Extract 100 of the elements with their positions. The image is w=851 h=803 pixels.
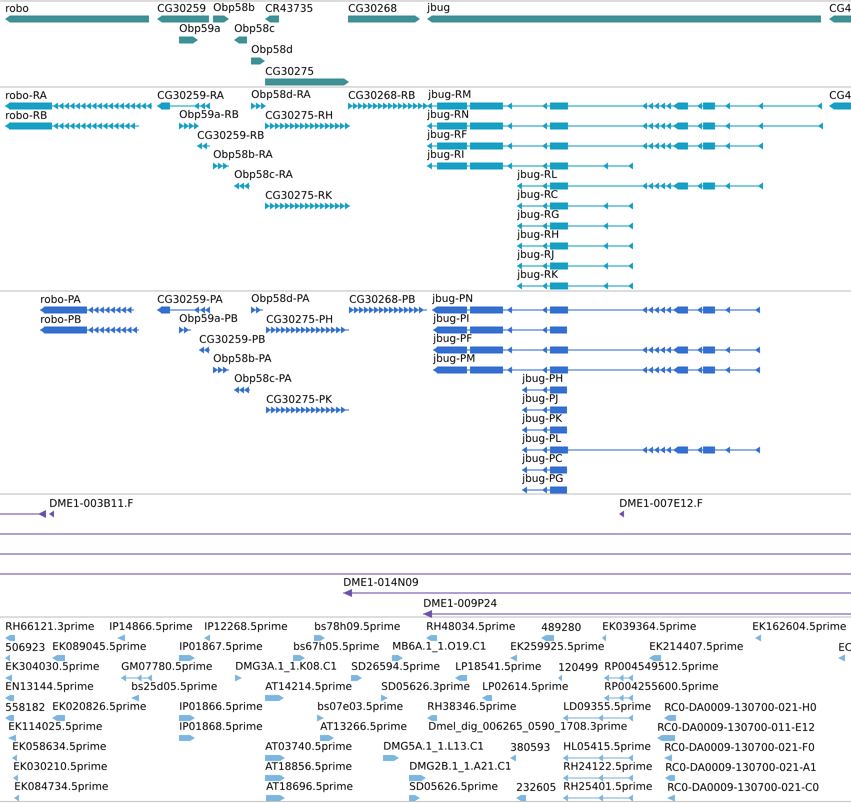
feature-label: 558182 [6,703,44,711]
feature-label: Obp58d [252,44,292,56]
feature-label: Obp58b-RA [214,150,273,160]
feature-label: EK039364.5prime [603,622,696,632]
feature-label: Obp58c-PA [234,374,292,384]
feature-label: RH48034.5prime [427,622,515,632]
feature-label: Dmel_dig_006265_0590_1708.3prime [429,722,627,732]
feature-label: jbug-RF [427,130,467,140]
feature-label: EK089045.5prime [53,642,146,652]
feature-label: HL05415.5prime [564,742,650,752]
feature-label: robo-RA [6,90,47,100]
feature-label: jbug-PF [433,334,472,344]
feature-label: jbug-RN [427,110,468,120]
feature-label: EN13144.5prime [6,682,94,692]
feature-label: CG30275-PK [266,395,332,403]
feature-label: 120499 [559,663,598,671]
feature-label: bs25d05.5prime [132,682,217,692]
feature-label: 380593 [511,743,550,751]
feature-label: LD09355.5prime [564,702,651,712]
feature-label: MB6A.1_1.O19.C1 [393,642,486,652]
feature-label: AT03740.5prime [265,742,352,752]
feature-label: DME1-009P24 [424,599,497,607]
feature-label: 506923 [6,643,44,651]
feature-label: jbug-PL [522,434,562,444]
feature-label: robo-RB [6,110,47,120]
feature-label: jbug-PJ [522,394,558,404]
feature-label: EK304030.5prime [6,662,99,672]
feature-label: SD05626.3prime [382,682,470,692]
feature-label: LP18541.5prime [456,662,541,672]
feature-label: EK020826.5prime [53,702,146,712]
feature-label: CG30268 [348,4,396,12]
feature-label: Obp59a-RB [180,110,238,120]
feature-label: Obp58c-RA [234,170,293,180]
feature-label: CG30259-RB [198,131,264,139]
feature-label: SD26594.5prime [352,662,440,672]
feature-label: DMG5A.1_1.L13.C1 [384,742,484,752]
feature-label: bs07e03.5prime [318,702,403,712]
feature-label: jbug-PC [522,454,562,464]
feature-label: AT18856.5prime [265,762,352,772]
feature-label: CG30268-RB [348,91,415,99]
feature-label: DMG3A.1_1.K08.C1 [236,662,336,672]
feature-label: EK214407.5prime [650,642,743,652]
feature-label: DME1-007E12.F [620,499,702,507]
feature-label: CG30275-RK [266,191,332,199]
feature-label: CR43735 [266,4,312,12]
feature-label: jbug-PM [433,354,474,364]
feature-label: EK084734.5prime [15,782,108,792]
feature-label: Obp58d-PA [252,294,310,304]
feature-label: RH25401.5prime [564,782,652,792]
feature-label: jbug-PH [522,374,562,384]
feature-label: AT14214.5prime [265,682,352,692]
feature-label: DME1-003B11.F [50,499,133,507]
feature-label: CG30275-PH [266,315,332,323]
feature-label: CG30259-PB [200,335,265,343]
feature-label: jbug-RH [517,230,558,240]
feature-label: robo [6,4,28,12]
feature-label: jbug-PK [522,414,562,424]
feature-label: RC0-DA0009-130700-021-C0 [668,783,818,791]
feature-label: bs67h05.5prime [294,642,379,652]
feature-label: IP01866.5prime [180,702,262,712]
feature-label: CG30259-PA [158,295,223,303]
feature-label: EK162604.5prime [753,622,846,632]
feature-label: Obp58c [234,24,274,34]
feature-label: EK058634.5prime [13,742,106,752]
feature-label: robo-PB [41,314,81,324]
feature-label: DMG2B.1_1.A21.C1 [410,762,511,772]
feature-label: CG30275-RH [266,111,332,119]
feature-label: jbug-RJ [517,250,554,260]
feature-label: AT13266.5prime [320,722,406,732]
feature-label: CG4 [830,91,851,99]
feature-label: jbug-RI [427,150,464,160]
feature-label: Obp59a-PB [180,314,238,324]
feature-label: AT18696.5prime [266,782,352,792]
feature-label: Obp58b [214,2,254,14]
feature-label: DME1-014N09 [344,578,418,586]
feature-label: RH66121.3prime [6,622,94,632]
feature-label: jbug-RM [428,90,470,100]
feature-label: RP004549512.5prime [605,662,718,672]
feature-label: RC0-DA0009-130700-011-E12 [658,723,814,731]
feature-label: Obp58b-PA [214,354,272,364]
feature-label: CG4 [830,4,851,12]
feature-label: IP01867.5prime [180,642,262,652]
feature-label: IP14866.5prime [110,622,192,632]
feature-label: bs78h09.5prime [315,622,400,632]
feature-label: CG30259-RA [158,91,224,99]
feature-label: jbug [427,2,450,14]
feature-label: jbug-RK [517,270,558,280]
feature-label: EK114025.5prime [9,722,102,732]
feature-label: RH38346.5prime [428,702,516,712]
feature-label: Obp59a [180,24,220,34]
feature-label: GM07780.5prime [122,662,212,672]
feature-label: RC0-DA0009-130700-021-A1 [666,763,816,771]
feature-label: 232605 [516,783,556,791]
feature-label: jbug-PG [522,474,563,484]
feature-label: LP02614.5prime [483,682,568,692]
feature-label: jbug-RG [517,210,558,220]
feature-label: jbug-PI [433,314,468,324]
feature-label: RH24122.5prime [564,762,652,772]
feature-label: 489280 [542,623,581,631]
feature-label: jbug-RC [517,190,558,200]
